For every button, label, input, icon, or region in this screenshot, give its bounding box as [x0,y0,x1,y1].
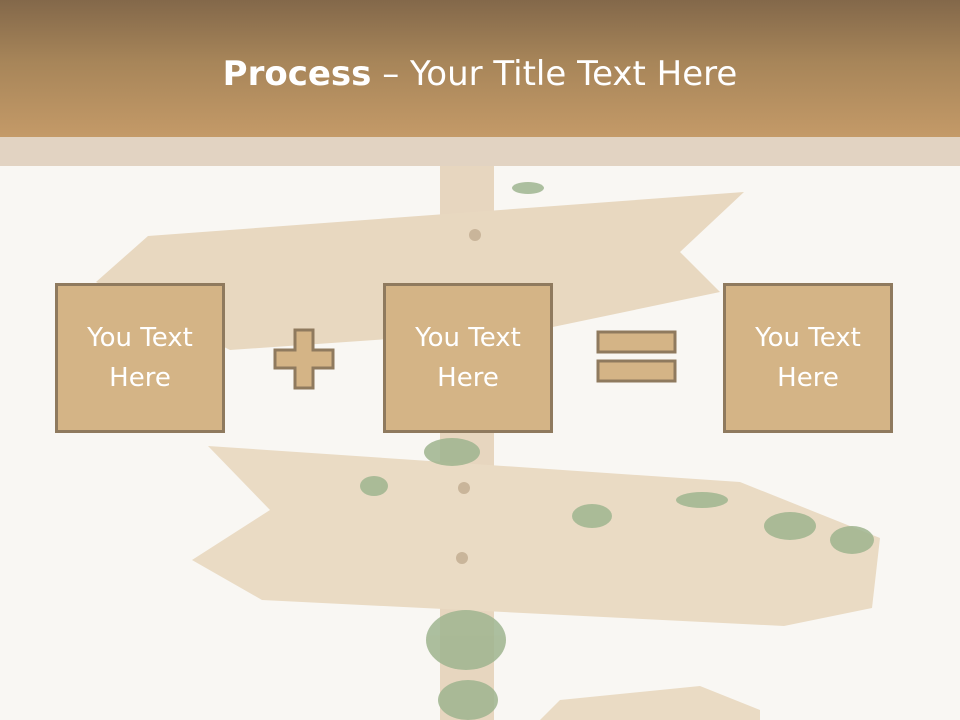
process-box-3[interactable]: You Text Here [723,283,893,433]
ivy-leaves [360,182,874,720]
process-box-text: You Text Here [87,323,193,393]
signpost-board-bottom [540,686,760,720]
title-bold: Process [222,54,372,94]
header-bar [0,0,960,137]
equals-icon [596,330,677,383]
process-box-2[interactable]: You Text Here [383,283,553,433]
header-accent-band [0,137,960,166]
process-box-1[interactable]: You Text Here [55,283,225,433]
process-box-text: You Text Here [415,323,521,393]
slide-title: Process – Your Title Text Here [0,52,960,96]
signpost-board-top [96,192,744,350]
title-dash: – [371,54,411,94]
plus-icon [273,328,335,390]
process-box-text: You Text Here [755,323,861,393]
title-rest: Your Title Text Here [410,54,738,94]
